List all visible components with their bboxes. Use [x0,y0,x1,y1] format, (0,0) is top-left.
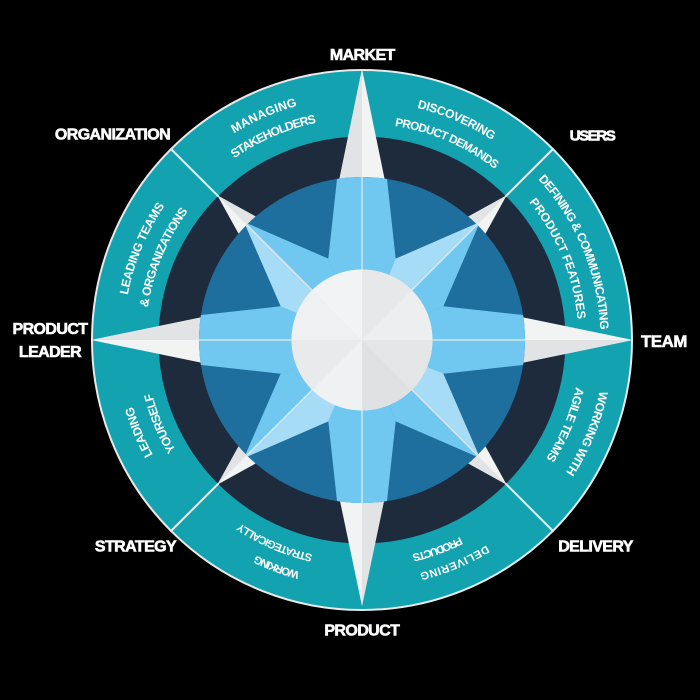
svg-text:ORGANIZATION: ORGANIZATION [55,127,170,144]
svg-text:STRATEGY: STRATEGY [95,539,177,556]
svg-text:DELIVERY: DELIVERY [558,539,634,556]
svg-text:PRODUCT: PRODUCT [13,321,89,338]
svg-text:TEAM: TEAM [641,332,687,351]
svg-text:PRODUCT: PRODUCT [324,623,400,640]
svg-text:USERS: USERS [570,128,616,145]
svg-text:MARKET: MARKET [330,47,396,64]
svg-text:LEADER: LEADER [19,344,82,361]
